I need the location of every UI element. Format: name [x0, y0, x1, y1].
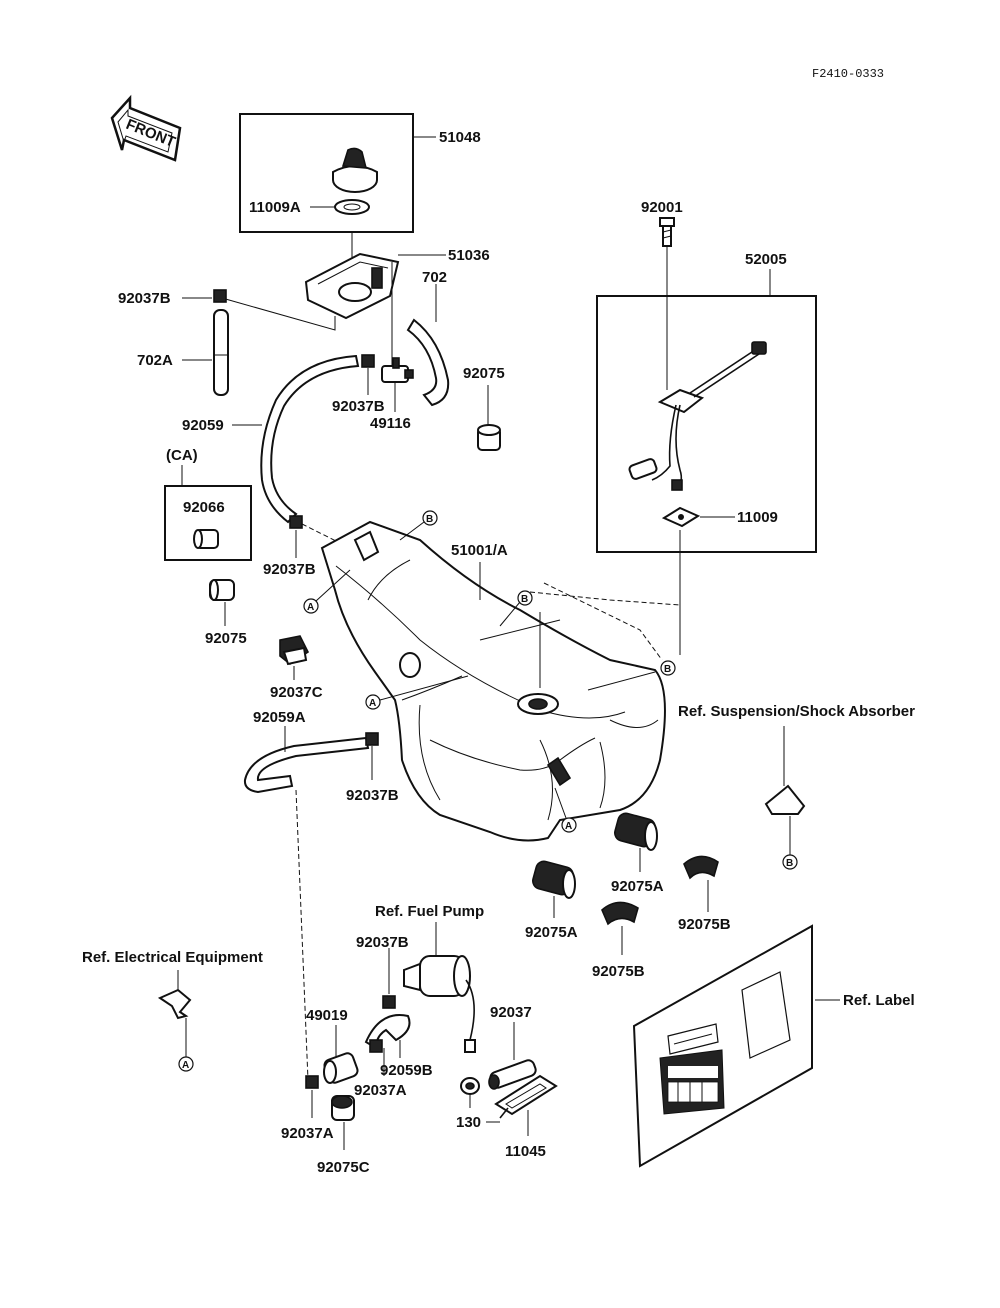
marker-b-3: B: [660, 660, 676, 676]
fuel-cap-part: [332, 147, 378, 193]
damper-92066-part: [193, 529, 219, 549]
marker-a-4: A: [178, 1056, 194, 1072]
label-92075c: 92075C: [317, 1159, 370, 1176]
label-92037b-5: 92037B: [356, 934, 409, 951]
label-92001: 92001: [641, 199, 683, 216]
svg-text:A: A: [307, 602, 314, 613]
gasket-11009-part: [661, 506, 701, 528]
cap-bracket-51036-part: [304, 252, 400, 320]
fuel-tank-51001a-part: [320, 520, 666, 842]
svg-text:A: A: [565, 821, 572, 832]
ref-suspension: Ref. Suspension/Shock Absorber: [678, 703, 915, 720]
label-92075b-2: 92075B: [592, 963, 645, 980]
svg-text:B: B: [786, 858, 793, 869]
tube-92037-part: [488, 1059, 537, 1090]
damper-92075c-part: [331, 1095, 355, 1121]
ref-electrical: Ref. Electrical Equipment: [82, 949, 263, 966]
marker-a-3: A: [561, 817, 577, 833]
marker-b-1: B: [422, 510, 438, 526]
cap-box: [239, 113, 414, 233]
damper-92075a-1-part: [614, 812, 658, 851]
damper-92075b-2-part: [601, 901, 639, 926]
svg-text:A: A: [182, 1060, 189, 1071]
label-92059b: 92059B: [380, 1062, 433, 1079]
clip-92037a-1-part: [369, 1039, 383, 1053]
label-51001a: 51001/A: [451, 542, 508, 559]
fuel-filter-49019-part: [323, 1052, 359, 1084]
label-panel-part: [632, 924, 813, 1168]
marker-a-2: A: [365, 694, 381, 710]
hose-92059a-part: [243, 736, 370, 794]
label-92037c: 92037C: [270, 684, 323, 701]
sender-box: [596, 295, 817, 553]
label-49116: 49116: [370, 415, 411, 432]
label-92075b-1: 92075B: [678, 916, 731, 933]
clip-92037a-2-part: [305, 1075, 319, 1089]
ref-label: Ref. Label: [843, 992, 915, 1009]
label-ca: (CA): [166, 447, 198, 464]
label-52005: 52005: [745, 251, 787, 268]
ca-box: [164, 485, 252, 561]
hose-702-part: [406, 318, 450, 407]
damper-92075a-2-part: [532, 860, 576, 899]
suspension-bracket-part: [764, 784, 806, 815]
hose-92059-part: [260, 354, 360, 524]
label-702: 702: [422, 269, 447, 286]
label-11045: 11045: [505, 1143, 546, 1160]
clip-92037b-3-part: [289, 515, 303, 529]
damper-92075-1-part: [477, 424, 501, 451]
front-arrow-icon: FRONT: [110, 94, 182, 162]
valve-49116-part: [381, 357, 414, 383]
label-702a: 702A: [137, 352, 173, 369]
hose-702a-part: [213, 309, 229, 396]
label-92037a-2: 92037A: [281, 1125, 334, 1142]
gasket-11009a-part: [334, 199, 370, 215]
label-11009a: 11009A: [249, 199, 301, 216]
label-92059a: 92059A: [253, 709, 306, 726]
label-92037a-1: 92037A: [354, 1082, 407, 1099]
label-51048: 51048: [439, 129, 481, 146]
label-92037: 92037: [490, 1004, 532, 1021]
diagram-code: F2410-0333: [812, 67, 884, 81]
electrical-bracket-part: [157, 988, 192, 1020]
svg-text:B: B: [521, 594, 528, 605]
label-92037b-2: 92037B: [332, 398, 385, 415]
label-92037b-3: 92037B: [263, 561, 316, 578]
label-92037b-4: 92037B: [346, 787, 399, 804]
ref-fuel-pump: Ref. Fuel Pump: [375, 903, 484, 920]
label-92037b-1: 92037B: [118, 290, 171, 307]
label-92075-1: 92075: [463, 365, 505, 382]
damper-92075-2-part: [209, 579, 235, 601]
bracket-11045-part: [494, 1074, 558, 1119]
clip-92037b-4-part: [365, 732, 379, 746]
clip-92037b-5-part: [382, 995, 396, 1009]
clip-92037c-part: [279, 635, 310, 666]
marker-b-4: B: [782, 854, 798, 870]
svg-text:B: B: [426, 514, 433, 525]
label-92075-2: 92075: [205, 630, 247, 647]
bolt-92001-part: [659, 217, 675, 247]
label-92066: 92066: [183, 499, 225, 516]
marker-b-2: B: [517, 590, 533, 606]
damper-92075b-1-part: [683, 855, 719, 880]
label-92075a-1: 92075A: [611, 878, 664, 895]
label-92059: 92059: [182, 417, 224, 434]
svg-text:A: A: [369, 698, 376, 709]
nut-130-part: [460, 1077, 480, 1095]
label-11009: 11009: [737, 509, 778, 526]
fuel-gauge-sender-part: [628, 341, 767, 491]
label-92075a-2: 92075A: [525, 924, 578, 941]
marker-a-1: A: [303, 598, 319, 614]
svg-text:B: B: [664, 664, 671, 675]
clip-92037b-2-part: [361, 354, 375, 368]
label-49019: 49019: [306, 1007, 348, 1024]
label-130: 130: [456, 1114, 481, 1131]
clip-92037b-part: [213, 289, 227, 303]
fuel-pump-part: [403, 955, 476, 1053]
label-51036: 51036: [448, 247, 490, 264]
